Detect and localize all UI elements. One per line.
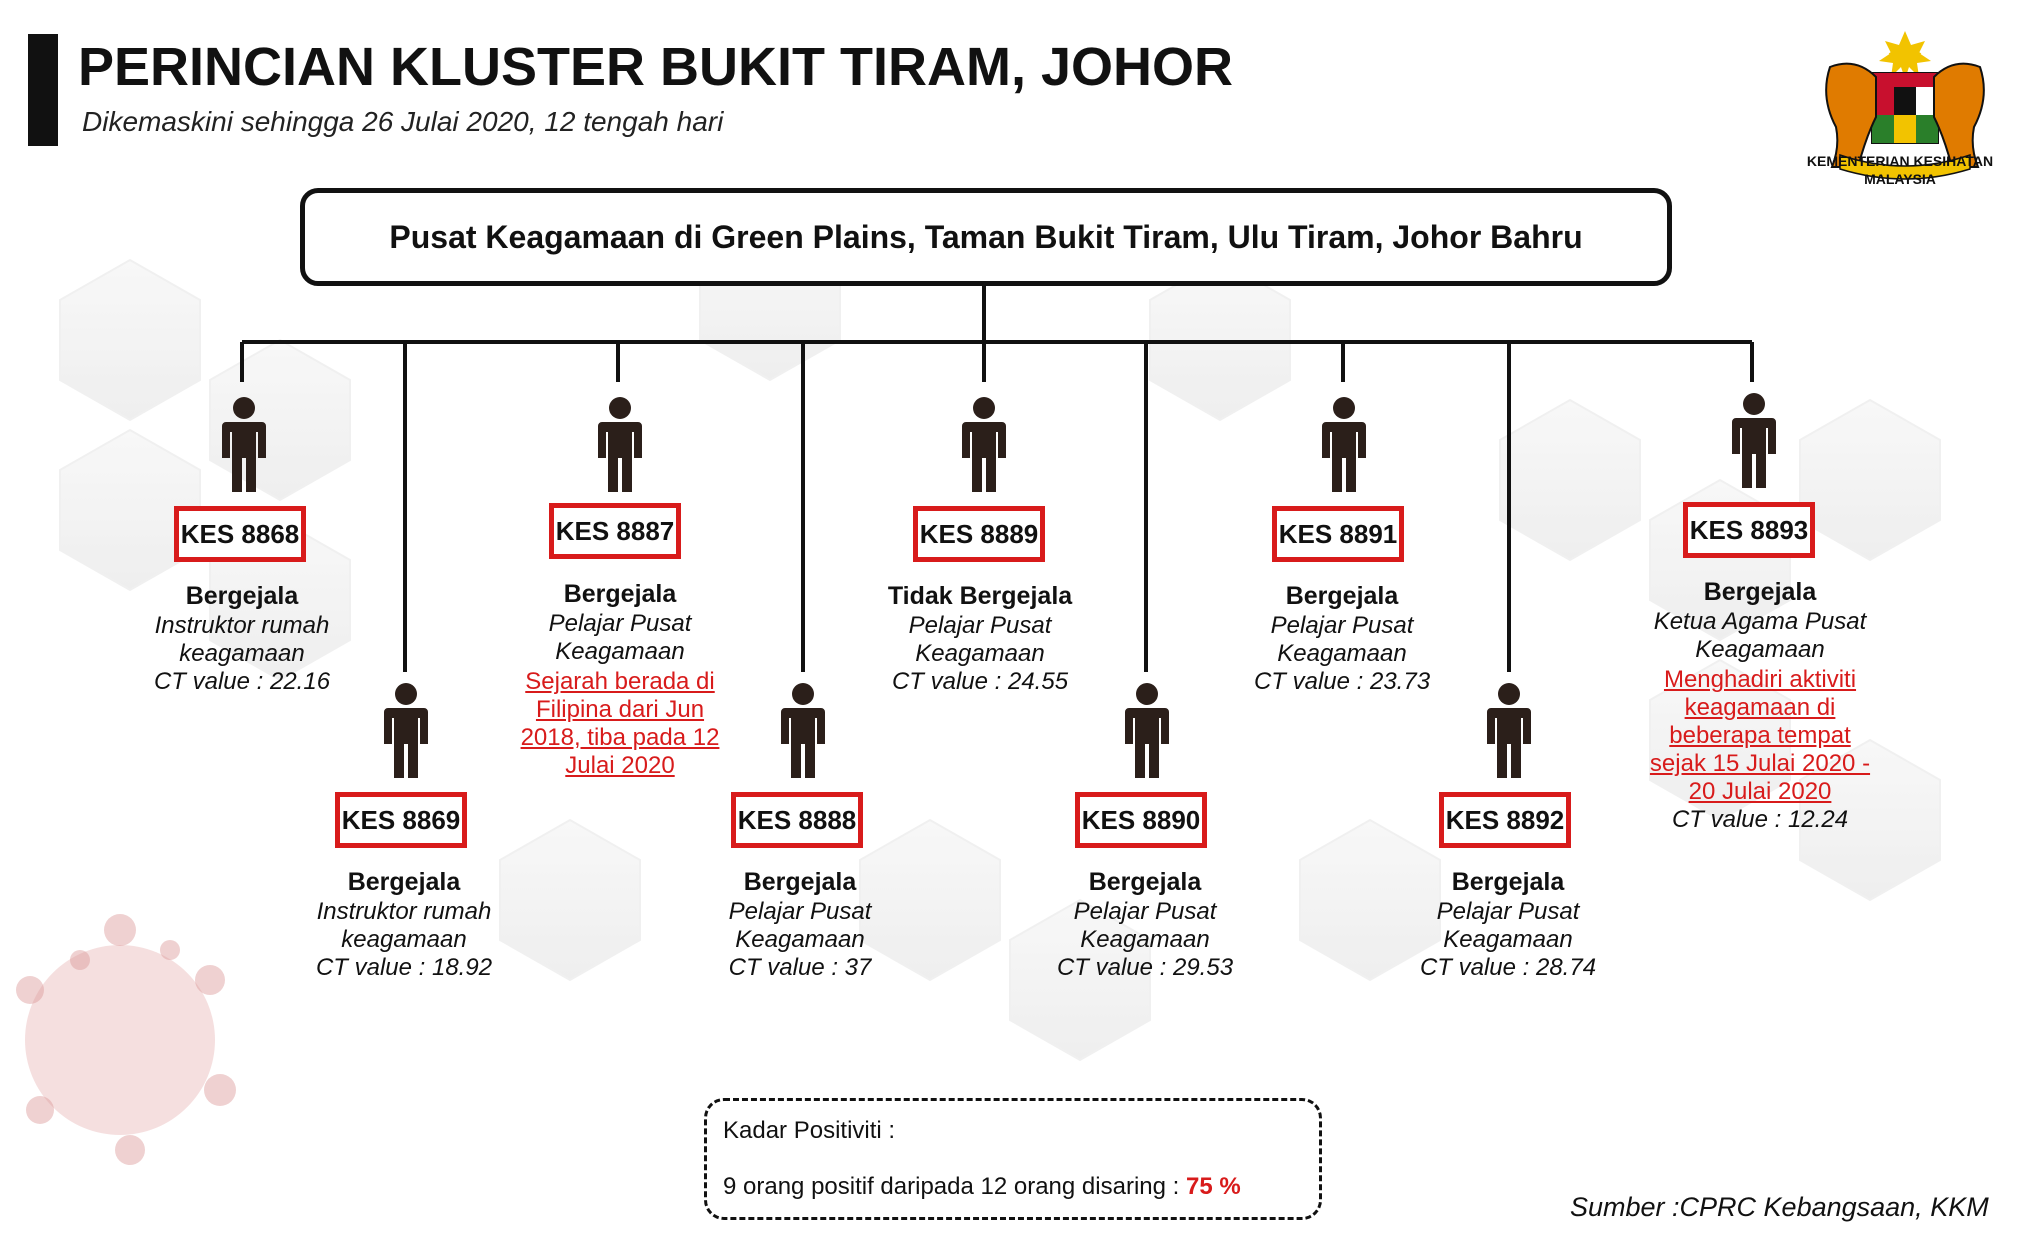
- case-box-8887: KES 8887: [549, 503, 681, 559]
- case-info-8892: Bergejala Pelajar Pusat Keagamaan CT val…: [1358, 868, 1658, 982]
- case-status: Bergejala: [347, 868, 461, 896]
- case-role: Pelajar Pusat: [1270, 612, 1414, 639]
- case-box-8868: KES 8868: [174, 506, 306, 562]
- positivity-rate-box: Kadar Positiviti : 9 orang positif darip…: [704, 1098, 1322, 1220]
- case-role: Keagamaan: [915, 640, 1045, 667]
- cluster-source-box: Pusat Keagamaan di Green Plains, Taman B…: [300, 188, 1672, 286]
- case-box-8891: KES 8891: [1272, 506, 1404, 562]
- person-icon: [1487, 683, 1531, 778]
- person-icon: [1322, 397, 1366, 492]
- case-role: Keagamaan: [735, 926, 865, 953]
- case-activity-note: Menghadiri aktiviti keagamaan di beberap…: [1649, 666, 1871, 805]
- case-role: Keagamaan: [1443, 926, 1573, 953]
- ministry-name: KEMENTERIAN KESIHATAN MALAYSIA: [1780, 152, 2020, 188]
- case-role: Keagamaan: [1277, 640, 1407, 667]
- case-travel-note: Sejarah berada di Filipina dari Jun 2018…: [520, 668, 720, 779]
- person-icon: [962, 397, 1006, 492]
- case-role: Keagamaan: [1080, 926, 1210, 953]
- case-role: Pelajar Pusat: [1436, 898, 1580, 925]
- case-box-8888: KES 8888: [731, 792, 863, 848]
- case-ct-value: CT value : 12.24: [1671, 806, 1849, 833]
- case-status: Bergejala: [1088, 868, 1202, 896]
- case-ct-value: CT value : 18.92: [315, 954, 493, 981]
- case-role: Pelajar Pusat: [728, 898, 872, 925]
- ministry-name-line-1: KEMENTERIAN KESIHATAN: [1806, 153, 1994, 169]
- person-icon: [598, 397, 642, 492]
- case-box-8869: KES 8869: [335, 792, 467, 848]
- case-role: Instruktor rumah: [316, 898, 492, 925]
- case-ct-value: CT value : 23.73: [1253, 668, 1431, 695]
- case-info-8868: Bergejala Instruktor rumah keagamaan CT …: [92, 582, 392, 696]
- case-role: keagamaan: [341, 926, 467, 953]
- page-subtitle: Dikemaskini sehingga 26 Julai 2020, 12 t…: [82, 106, 724, 137]
- case-role: Keagamaan: [555, 638, 685, 665]
- case-role: Pelajar Pusat: [1073, 898, 1217, 925]
- case-info-8888: Bergejala Pelajar Pusat Keagamaan CT val…: [650, 868, 950, 982]
- case-status: Bergejala: [1285, 582, 1399, 610]
- virus-decoration: [16, 914, 236, 1165]
- positivity-summary: 9 orang positif daripada 12 orang disari…: [723, 1173, 1241, 1201]
- positivity-summary-text: 9 orang positif daripada 12 orang disari…: [723, 1173, 1180, 1200]
- case-role: Instruktor rumah: [154, 612, 330, 639]
- case-status: Bergejala: [743, 868, 857, 896]
- case-role: Pelajar Pusat: [548, 610, 692, 637]
- case-status: Bergejala: [185, 582, 299, 610]
- case-info-8891: Bergejala Pelajar Pusat Keagamaan CT val…: [1192, 582, 1492, 696]
- case-status: Tidak Bergejala: [887, 582, 1073, 610]
- case-status: Bergejala: [1451, 868, 1565, 896]
- case-box-8890: KES 8890: [1075, 792, 1207, 848]
- case-info-8889: Tidak Bergejala Pelajar Pusat Keagamaan …: [830, 582, 1130, 696]
- positivity-label: Kadar Positiviti :: [723, 1117, 896, 1144]
- ministry-name-line-2: MALAYSIA: [1864, 171, 1936, 187]
- cluster-source-label: Pusat Keagamaan di Green Plains, Taman B…: [389, 218, 1583, 255]
- case-box-8893: KES 8893: [1683, 502, 1815, 558]
- person-icon: [1125, 683, 1169, 778]
- source-credit: Sumber :CPRC Kebangsaan, KKM: [1570, 1192, 1989, 1222]
- person-icon: [384, 683, 428, 778]
- case-box-8889: KES 8889: [913, 506, 1045, 562]
- person-icon: [222, 397, 266, 492]
- case-info-8893: Bergejala Ketua Agama Pusat Keagamaan Me…: [1610, 578, 1910, 834]
- case-info-8890: Bergejala Pelajar Pusat Keagamaan CT val…: [995, 868, 1295, 982]
- case-ct-value: CT value : 22.16: [153, 668, 331, 695]
- case-role: keagamaan: [179, 640, 305, 667]
- malaysia-coat-of-arms-icon: [1825, 31, 1985, 180]
- case-ct-value: CT value : 37: [728, 954, 872, 981]
- case-role: Ketua Agama Pusat: [1653, 608, 1867, 635]
- case-info-8869: Bergejala Instruktor rumah keagamaan CT …: [254, 868, 554, 982]
- person-icon: [781, 683, 825, 778]
- case-ct-value: CT value : 29.53: [1056, 954, 1234, 981]
- case-status: Bergejala: [1703, 578, 1817, 606]
- case-status: Bergejala: [563, 580, 677, 608]
- person-icon: [1732, 393, 1776, 488]
- title-accent-bar: [28, 34, 58, 146]
- case-info-8887: Bergejala Pelajar Pusat Keagamaan Sejara…: [470, 580, 770, 780]
- case-role: Keagamaan: [1695, 636, 1825, 663]
- page-title: PERINCIAN KLUSTER BUKIT TIRAM, JOHOR: [78, 37, 1234, 97]
- case-box-8892: KES 8892: [1439, 792, 1571, 848]
- positivity-value: 75 %: [1185, 1173, 1241, 1200]
- case-ct-value: CT value : 28.74: [1419, 954, 1597, 981]
- case-ct-value: CT value : 24.55: [891, 668, 1069, 695]
- case-role: Pelajar Pusat: [908, 612, 1052, 639]
